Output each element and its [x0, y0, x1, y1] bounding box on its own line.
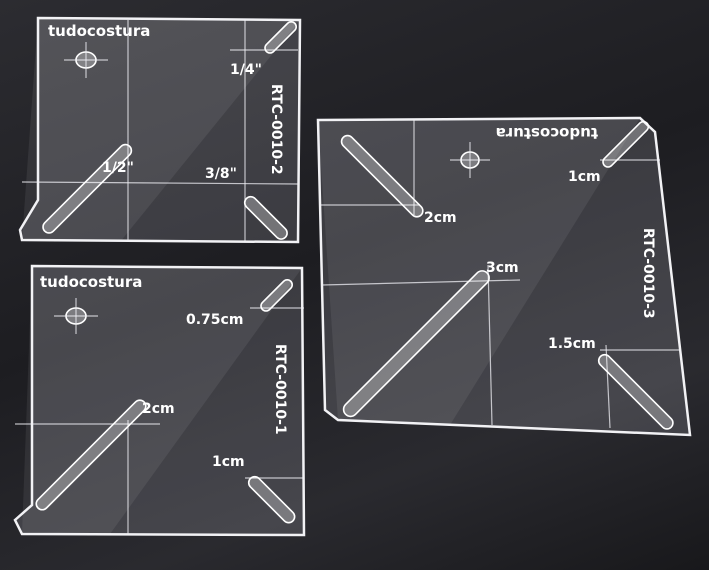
ruler-rtc-0010-2: tudocostura 1/4" 1/2" 3/8" RTC-0010-2	[18, 16, 302, 244]
size-label: 1cm	[568, 169, 601, 185]
ruler-rtc-0010-3: tudocostura 1cm 2cm 3cm 1.5cm RTC-0010-3	[316, 116, 692, 437]
size-label: 3cm	[486, 260, 519, 276]
slot	[42, 143, 133, 234]
slot	[340, 134, 424, 218]
slot	[260, 278, 294, 312]
size-label: 1/2"	[102, 160, 134, 176]
slot	[602, 120, 650, 168]
ruler-rtc-0010-1: tudocostura 0.75cm 2cm 1cm RTC-0010-1	[13, 264, 306, 537]
guide-line	[605, 344, 611, 429]
size-label: 3/8"	[205, 166, 237, 182]
slot	[243, 195, 288, 240]
reflection	[22, 18, 300, 242]
brand-label: tudocostura	[40, 273, 142, 291]
size-label: 2cm	[142, 401, 175, 417]
size-label: 1.5cm	[548, 336, 596, 352]
slot	[35, 399, 147, 511]
ruler-code: RTC-0010-3	[640, 228, 656, 319]
size-label: 2cm	[424, 210, 457, 226]
guide-line	[21, 181, 299, 185]
guide-line	[487, 264, 493, 426]
size-label: 0.75cm	[186, 312, 243, 328]
guide-line	[321, 279, 521, 286]
slot	[342, 270, 490, 418]
slot	[597, 353, 674, 430]
ruler-code: RTC-0010-1	[272, 344, 288, 435]
size-label: 1cm	[212, 454, 245, 470]
size-label: 1/4"	[230, 62, 262, 78]
brand-label: tudocostura	[496, 124, 598, 142]
ruler-code: RTC-0010-2	[268, 84, 284, 175]
slot	[247, 475, 296, 524]
brand-label: tudocostura	[48, 22, 150, 40]
ruler-outline	[18, 16, 302, 244]
slot	[264, 20, 298, 54]
reflection	[22, 266, 302, 534]
